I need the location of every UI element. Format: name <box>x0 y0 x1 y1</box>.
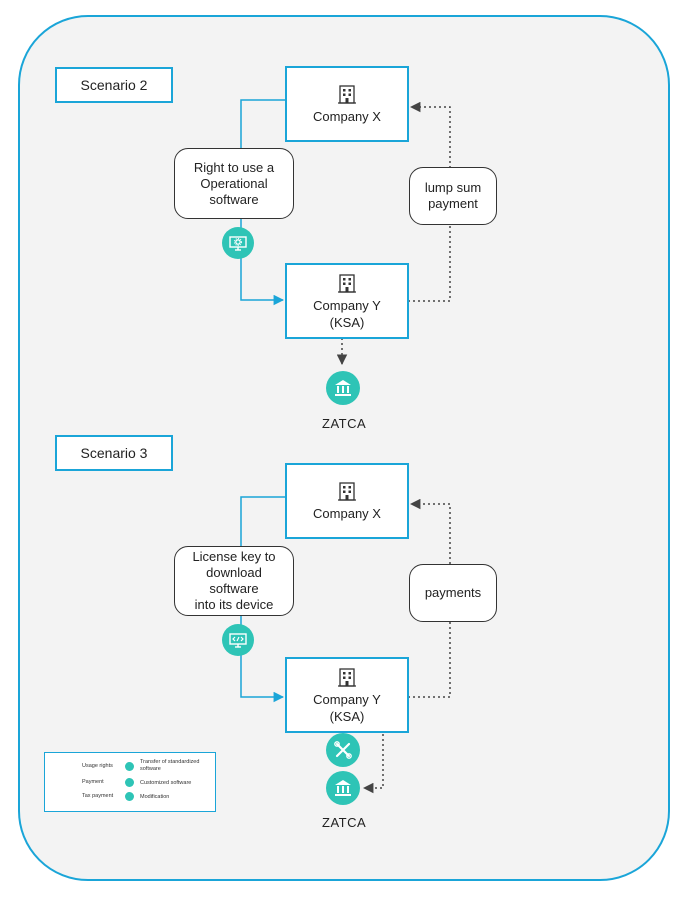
legend: Usage rights Payment Tax payment Transfe… <box>44 752 216 812</box>
s2-company-x-label: Company X <box>313 109 381 124</box>
scenario-2-label: Scenario 2 <box>55 67 173 103</box>
s2-company-y-label: Company Y <box>313 297 381 313</box>
monitor-code-icon <box>125 778 134 787</box>
building-icon <box>338 85 356 104</box>
s3-company-x-label: Company X <box>313 506 381 521</box>
s3-payment-connector <box>408 498 451 698</box>
s3-company-y-label: Company Y <box>313 691 381 707</box>
s2-company-x-box: Company X <box>285 66 409 142</box>
bank-icon <box>326 771 360 805</box>
bubble-line: payment <box>428 196 478 211</box>
s3-company-y-sublabel: (KSA) <box>329 708 365 724</box>
bubble-line: Right to use a <box>193 159 275 175</box>
s2-zatca-label: ZATCA <box>322 416 367 431</box>
s3-company-x-box: Company X <box>285 463 409 539</box>
legend-customized: Customized software <box>140 780 192 786</box>
legend-transfer-line2: software <box>140 766 161 772</box>
bubble-line: payments <box>424 585 482 600</box>
s2-company-y-sublabel: (KSA) <box>329 314 365 330</box>
bubble-line: Operational <box>200 175 268 191</box>
bubble-line: download software <box>206 565 262 596</box>
legend-transfer-line1: Transfer of standardized <box>140 759 200 765</box>
s3-zatca-label: ZATCA <box>322 815 367 830</box>
s2-lump-sum-bubble: lump sum payment <box>409 167 497 225</box>
building-icon <box>338 667 356 687</box>
bubble-line: License key to <box>192 549 276 564</box>
s2-right-to-use-bubble: Right to use a Operational software <box>174 148 294 219</box>
s2-company-y-box: Company Y (KSA) <box>285 263 409 339</box>
monitor-gear-icon <box>222 227 254 259</box>
scenario-3-label: Scenario 3 <box>55 435 173 471</box>
building-icon <box>338 273 356 293</box>
bubble-line: into its device <box>194 597 274 612</box>
tools-icon <box>125 792 134 801</box>
monitor-code-icon <box>222 624 254 656</box>
monitor-gear-icon <box>125 762 134 771</box>
s2-payment-connector <box>408 101 451 302</box>
s3-license-key-bubble: License key to download software into it… <box>174 546 294 616</box>
s3-tax-connector <box>362 724 384 794</box>
scenario-3-title: Scenario 3 <box>80 445 148 461</box>
legend-tax-payment: Tax payment <box>82 793 114 799</box>
legend-modification: Modification <box>140 794 170 800</box>
bank-icon <box>326 371 360 405</box>
building-icon <box>338 482 356 501</box>
tools-icon <box>326 733 360 767</box>
bubble-line: lump sum <box>424 180 482 195</box>
legend-payment: Payment <box>82 779 104 785</box>
s3-payments-bubble: payments <box>409 564 497 622</box>
scenario-2-title: Scenario 2 <box>80 77 148 93</box>
s3-company-y-box: Company Y (KSA) <box>285 657 409 733</box>
bubble-line: software <box>209 191 259 207</box>
legend-usage-rights: Usage rights <box>82 763 113 769</box>
